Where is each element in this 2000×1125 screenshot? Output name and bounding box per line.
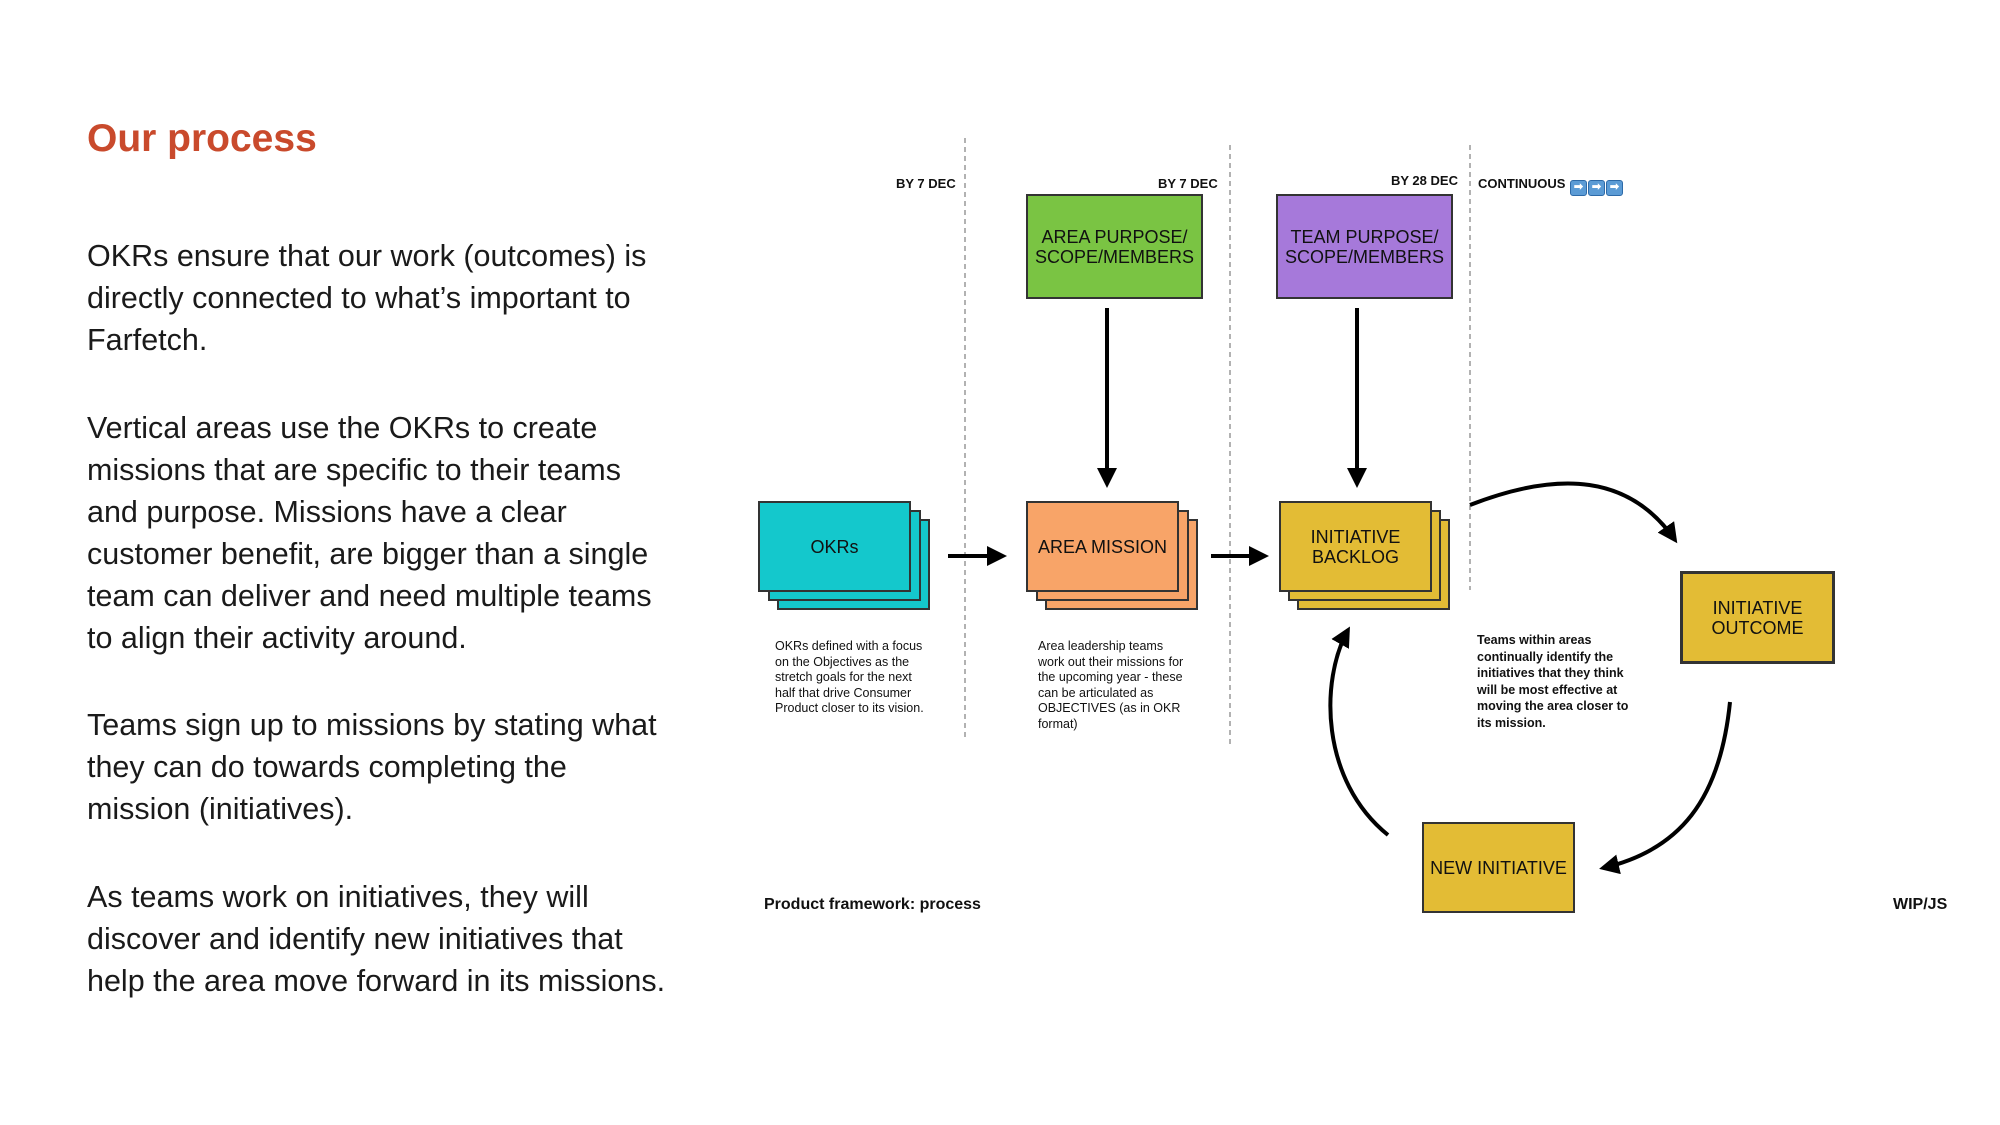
paragraph-teams-sign-up: Teams sign up to missions by stating wha…	[87, 708, 657, 826]
teams-note: Teams within areas continually identify …	[1477, 633, 1629, 730]
phase-label-area: BY 7 DEC	[1158, 176, 1218, 191]
footer-left: Product framework: process	[764, 896, 981, 913]
phase-label-team: BY 28 DEC	[1391, 173, 1458, 188]
okrs-box: OKRs	[758, 501, 911, 592]
phase-label-okrs: BY 7 DEC	[896, 176, 956, 191]
phase-dividers	[964, 138, 1471, 745]
area-mission-label: AREA MISSION	[1037, 536, 1168, 557]
new-initiative-box: NEW INITIATIVE	[1422, 822, 1575, 913]
initiative-outcome-label: INITIATIVE OUTCOME	[1711, 597, 1804, 638]
continuous-label: CONTINUOUS	[1478, 176, 1566, 191]
flow-arrows	[948, 308, 1732, 875]
new-initiative-label: NEW INITIATIVE	[1430, 857, 1567, 878]
area-note: Area leadership teams work out their mis…	[1038, 639, 1184, 731]
paragraph-vertical-areas: Vertical areas use the OKRs to create mi…	[87, 411, 652, 655]
arrow-new-to-backlog	[1328, 626, 1390, 837]
okrs-note: OKRs defined with a focus on the Objecti…	[775, 639, 924, 715]
arrow-right-icon: ➡	[1570, 180, 1588, 196]
initiative-backlog-label: INITIATIVE BACKLOG	[1310, 526, 1401, 567]
footer-right: WIP/JS	[1893, 896, 1948, 913]
area-purpose-label: AREA PURPOSE/ SCOPE/MEMBERS	[1034, 226, 1195, 267]
paragraph-new-initiatives: As teams work on initiatives, they will …	[87, 880, 666, 998]
paragraph-okrs: OKRs ensure that our work (outcomes) is …	[87, 239, 647, 357]
phase-label-continuous: CONTINUOUS ➡➡➡	[1478, 176, 1624, 196]
team-purpose-label: TEAM PURPOSE/ SCOPE/MEMBERS	[1284, 226, 1445, 267]
arrow-outcome-to-new	[1599, 701, 1732, 875]
initiative-backlog-box: INITIATIVE BACKLOG	[1279, 501, 1432, 592]
arrow-right-icon: ➡	[1606, 180, 1624, 196]
okrs-box-label: OKRs	[810, 536, 859, 557]
arrow-right-icon: ➡	[1588, 180, 1606, 196]
arrow-backlog-to-outcome	[1469, 481, 1678, 544]
initiative-outcome-box: INITIATIVE OUTCOME	[1680, 571, 1835, 664]
area-mission-box: AREA MISSION	[1026, 501, 1179, 592]
page-title: Our process	[87, 117, 317, 160]
area-purpose-box: AREA PURPOSE/ SCOPE/MEMBERS	[1026, 194, 1203, 299]
team-purpose-box: TEAM PURPOSE/ SCOPE/MEMBERS	[1276, 194, 1453, 299]
